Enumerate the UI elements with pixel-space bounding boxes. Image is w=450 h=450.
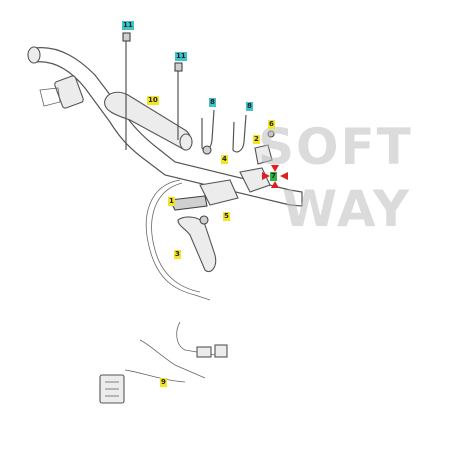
watermark-line2: WAY xyxy=(282,180,412,238)
u-bolt-left xyxy=(201,109,215,151)
screw-6 xyxy=(267,130,275,138)
highlight-arrow-right xyxy=(280,172,288,180)
lever-pivot xyxy=(169,195,208,211)
cable-tie-right-head xyxy=(174,62,183,72)
nut-5 xyxy=(199,215,209,225)
connector-right xyxy=(214,344,228,358)
callout-7[interactable]: 7 xyxy=(270,172,277,181)
highlight-arrow-left xyxy=(262,172,270,180)
lever-perch-1 xyxy=(199,179,239,206)
callout-10[interactable]: 10 xyxy=(147,96,159,105)
bolt-4 xyxy=(202,145,212,155)
u-bolt-right xyxy=(232,114,247,153)
handlebar-pad-end xyxy=(179,133,193,151)
callout-3[interactable]: 3 xyxy=(174,250,181,259)
left-switch-bracket xyxy=(39,87,61,107)
handlebar-bottom-edge xyxy=(34,61,291,206)
callout-4[interactable]: 4 xyxy=(221,155,228,164)
callout-11b[interactable]: 11 xyxy=(175,52,187,61)
harness-lower xyxy=(124,369,186,383)
cable-loop-inner xyxy=(151,182,201,293)
cable-loop xyxy=(145,179,211,301)
handlebar-left-end xyxy=(27,46,41,64)
callout-11a[interactable]: 11 xyxy=(122,21,134,30)
brake-lever xyxy=(177,216,217,273)
clamp-2 xyxy=(254,144,273,165)
callout-2[interactable]: 2 xyxy=(253,135,260,144)
highlight-arrow-bottom xyxy=(271,181,279,188)
connector-mid xyxy=(196,346,212,358)
harness-upper xyxy=(176,321,216,356)
callout-1[interactable]: 1 xyxy=(168,197,175,206)
handlebar-right-end xyxy=(289,189,303,207)
highlight-arrow-top xyxy=(271,165,279,172)
left-switch-housing xyxy=(54,75,84,109)
cable-tie-left-head xyxy=(122,32,131,42)
callout-8a[interactable]: 8 xyxy=(209,98,216,107)
callout-5[interactable]: 5 xyxy=(223,212,230,221)
harness-mid xyxy=(139,339,206,379)
callout-8b[interactable]: 8 xyxy=(246,102,253,111)
callout-9[interactable]: 9 xyxy=(160,378,167,387)
watermark-line1: SOFT xyxy=(258,118,413,176)
callout-6[interactable]: 6 xyxy=(268,120,275,129)
